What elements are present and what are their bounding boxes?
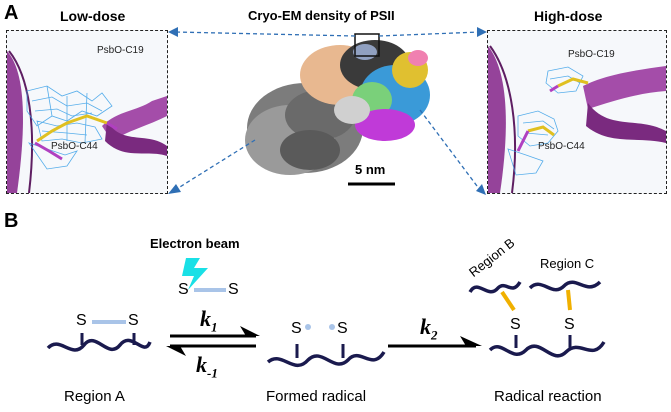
high-dose-inset: PsbO-C19 PsbO-C44 (487, 30, 667, 194)
low-dose-residue-bottom: PsbO-C44 (51, 141, 98, 152)
cryo-em-title: Cryo-EM density of PSII (248, 8, 395, 23)
electron-beam-label: Electron beam (150, 236, 240, 251)
lightning-icon (182, 258, 208, 290)
region-a-sulfur-right: S (128, 312, 139, 329)
caption-radical-reaction: Radical reaction (494, 388, 602, 405)
caption-region-a: Region A (64, 388, 125, 405)
low-dose-inset: PsbO-C19 PsbO-C44 (6, 30, 168, 194)
beam-sulfur-left: S (178, 281, 189, 298)
reaction-sulfur-left: S (510, 316, 521, 333)
colored-monomer (300, 40, 430, 141)
low-dose-structure (7, 50, 167, 193)
beam-sulfur-right: S (228, 281, 239, 298)
high-dose-residue-bottom: PsbO-C44 (538, 141, 585, 152)
caption-formed-radical: Formed radical (266, 388, 367, 405)
region-a-sulfur-left: S (76, 312, 87, 329)
high-dose-structure (488, 45, 666, 193)
rate-constant-k-1: k-1 (196, 352, 218, 381)
panel-a-label: A (4, 2, 19, 24)
scale-bar-label: 5 nm (355, 162, 386, 177)
radical-sulfur-left: S (291, 320, 302, 337)
rate-constant-k1: k1 (200, 306, 218, 335)
radical-sulfur-right: S (337, 320, 348, 337)
region-c-label: Region C (540, 256, 595, 271)
high-dose-residue-top: PsbO-C19 (568, 49, 615, 60)
low-dose-title: Low-dose (60, 8, 126, 24)
rate-constant-k2: k2 (420, 314, 438, 343)
highlight-box (354, 33, 380, 57)
reaction-sulfur-right: S (564, 316, 575, 333)
low-dose-residue-top: PsbO-C19 (97, 45, 144, 56)
high-dose-title: High-dose (534, 8, 603, 24)
panel-b-label: B (4, 210, 19, 232)
